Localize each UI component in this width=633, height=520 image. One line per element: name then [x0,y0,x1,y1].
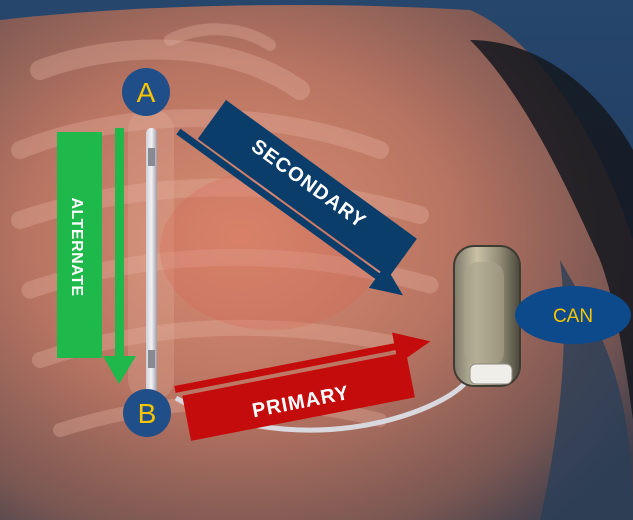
can-label: CAN [553,306,593,327]
electrode-lead [146,128,157,396]
electrode-b-label: B [138,398,157,429]
pulse-generator-device [454,246,520,386]
electrode-a-label: A [137,77,156,108]
alternate-label: ALTERNATE [68,197,85,296]
